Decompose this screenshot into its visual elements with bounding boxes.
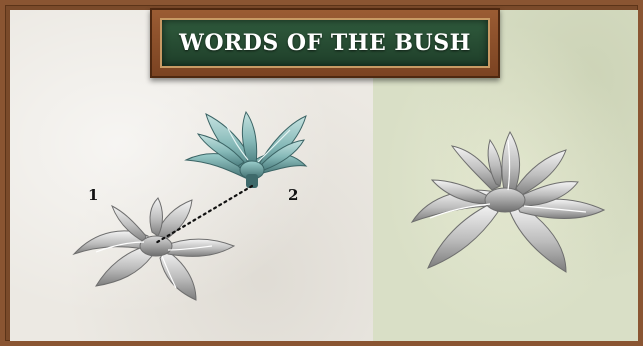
silver-leaf-base-icon xyxy=(74,198,234,300)
part-label-2: 2 xyxy=(288,186,298,204)
part-label-1: 1 xyxy=(88,186,98,204)
page-title: WORDS OF THE BUSH xyxy=(179,30,471,56)
assembled-bush-icon xyxy=(412,132,604,272)
title-plaque: WORDS OF THE BUSH xyxy=(160,18,490,68)
teal-leaf-cluster-icon xyxy=(186,112,306,188)
title-banner: WORDS OF THE BUSH xyxy=(150,8,500,78)
